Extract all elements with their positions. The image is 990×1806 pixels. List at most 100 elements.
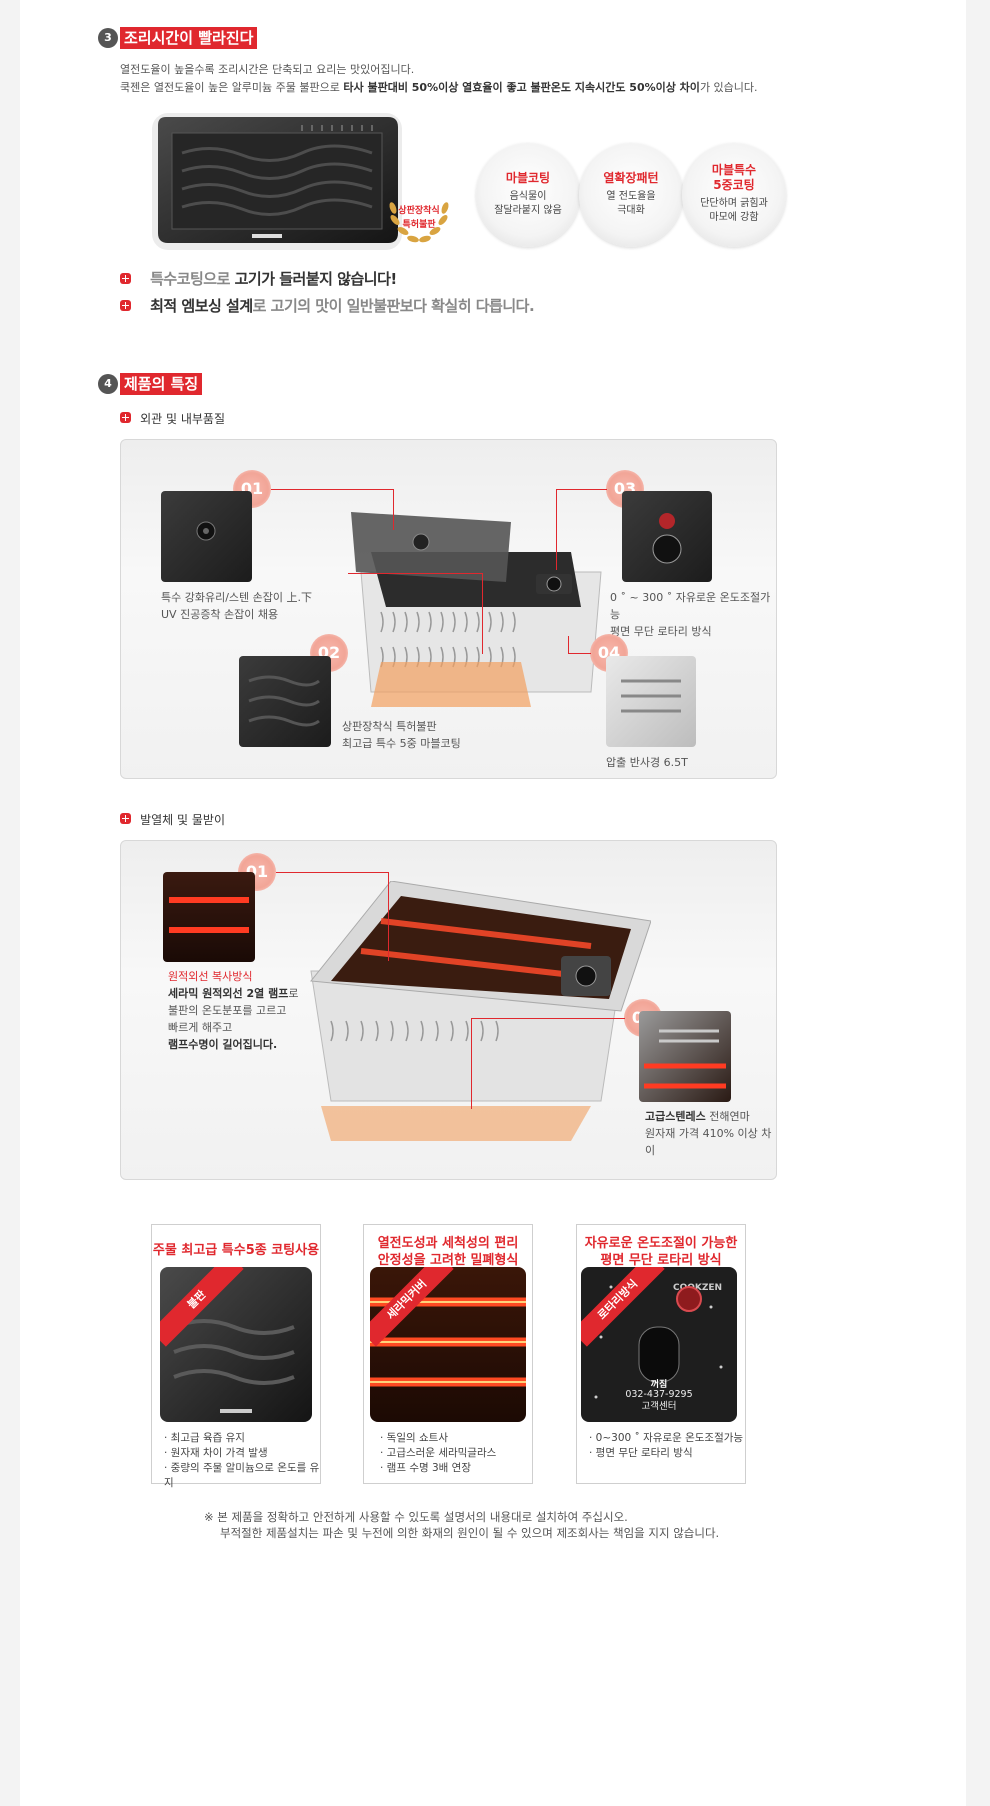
- callout-4-leader: [568, 636, 591, 654]
- desc-line-2-bold: 타사 불판대비 50%이상 열효율이 좋고 불판온도 지속시간도 50%이상 차…: [343, 81, 700, 94]
- card-3-phone: 032-437-9295: [625, 1389, 693, 1400]
- callout-1-leader: [271, 489, 394, 530]
- callout-1-line-1: 특수 강화유리/스텐 손잡이 上.下: [161, 591, 313, 604]
- card-2-title-1: 열전도성과 세척성의 편리: [377, 1236, 519, 1251]
- badge-3-sub-1: 단단하며 긁힘과: [700, 198, 768, 209]
- glass-lid-icon: [196, 521, 216, 541]
- badge-1-sub-1: 음식물이: [509, 191, 547, 202]
- card-coating: 주물 최고급 특수5종 코팅사용 불판 · 최고급 육즙 유지 · 원자재 차이…: [151, 1224, 321, 1489]
- section-4-number: 4: [98, 374, 118, 394]
- card-2-item: · 독일의 쇼트사: [380, 1432, 448, 1444]
- card-3-image: COOKZEN 꺼짐 032-437-9295 고객센터 로타리방식: [581, 1267, 737, 1422]
- bullet-1-text: 특수코팅으로 고기가 들러붙지 않습니다!: [150, 270, 397, 288]
- plus-icon: [120, 273, 131, 284]
- plus-icon: [120, 300, 131, 311]
- section-4-title: 제품의 특징: [120, 373, 203, 395]
- callout-2-line-1: 상판장착식 특허불판: [342, 720, 437, 733]
- subheading-heater-text: 발열체 및 물받이: [140, 813, 226, 827]
- heater-callout-1-line-1-bold: 세라믹 원적외선 2열 램프: [168, 987, 289, 1000]
- subheading-heater: 발열체 및 물받이: [120, 809, 225, 828]
- card-2-item: · 고급스러운 세라믹글라스: [380, 1447, 497, 1459]
- callout-2-leader: [348, 573, 483, 654]
- bullet-1-dark: 고기가 들러붙지 않습니다!: [234, 270, 398, 288]
- card-3-title: 자유로운 온도조절이 가능한 평면 무단 로타리 방식: [577, 1235, 745, 1269]
- card-3-phone-block: 032-437-9295 고객센터: [601, 1389, 717, 1413]
- card-2-item: · 램프 수명 3배 연장: [380, 1462, 471, 1474]
- heater-callout-1-line-1: 세라믹 원적외선 2열 램프로: [168, 985, 298, 1002]
- bullet-2-dark: 최적 엠보싱 설계: [150, 297, 253, 315]
- heater-callout-2-photo: [639, 1011, 731, 1102]
- heater-callout-1-caption: 원적외선 복사방식 세라믹 원적외선 2열 램프로 불판의 온도분포를 고르고 …: [168, 968, 298, 1053]
- bullet-2-post: 로 고기의 맛이 일반불판보다 확실히 다릅니다.: [252, 297, 535, 315]
- card-3-brand: COOKZEN: [673, 1283, 723, 1293]
- badge-2-sub-1: 열 전도율을: [606, 191, 656, 202]
- card-rotary: 자유로운 온도조절이 가능한 평면 무단 로타리 방식 COOKZEN 꺼짐 0…: [576, 1224, 746, 1484]
- heater-callout-1-line-4: 램프수명이 길어집니다.: [168, 1038, 278, 1051]
- plus-icon: [120, 412, 131, 423]
- badge-3-title-2: 5중코팅: [713, 178, 755, 192]
- callout-2-line-2: 최고급 특수 5중 마블코팅: [342, 737, 461, 750]
- desc-line-2-post: 가 있습니다.: [699, 81, 758, 94]
- desc-line-2: 쿡젠은 열전도율이 높은 알루미늄 주물 불판으로 타사 불판대비 50%이상 …: [120, 79, 920, 97]
- grill-plate-photo: [152, 113, 402, 250]
- card-3-title-1: 자유로운 온도조절이 가능한: [584, 1236, 738, 1251]
- callout-4-caption: 압출 반사경 6.5T: [606, 756, 688, 769]
- badge-2-sub-2: 극대화: [617, 205, 645, 216]
- grill-plate-icon: [173, 1319, 295, 1413]
- card-1-item: · 중량의 주물 알미늄으로 온도를 유지: [164, 1462, 320, 1489]
- heater-callout-2-caption: 고급스텐레스 전해연마 원자재 가격 410% 이상 차이: [645, 1108, 776, 1159]
- card-1-list: · 최고급 육즙 유지 · 원자재 차이 가격 발생 · 중량의 주물 알미늄으…: [164, 1431, 320, 1491]
- heater-callout-1-line-2: 불판의 온도분포를 고르고: [168, 1004, 287, 1017]
- badge-heat-pattern: 열확장패턴 열 전도율을 극대화: [579, 143, 683, 247]
- heater-callout-2-line-1: 고급스텐레스 전해연마: [645, 1108, 776, 1125]
- rotary-knob-icon: [652, 513, 682, 564]
- laurel-icon: [389, 202, 449, 243]
- card-3-knob-label: 꺼짐: [650, 1380, 668, 1390]
- grill-product-illustration: [351, 512, 602, 707]
- callout-1-photo: [161, 491, 252, 582]
- callout-1-caption: 특수 강화유리/스텐 손잡이 上.下 UV 진공증착 손잡이 채용: [161, 589, 312, 623]
- callout-2-photo: [239, 656, 331, 747]
- heater-product-illustration: [310, 881, 651, 1141]
- seal-line-2: 특허불판: [402, 220, 436, 230]
- card-2-list: · 독일의 쇼트사 · 고급스러운 세라믹글라스 · 램프 수명 3배 연장: [380, 1431, 496, 1476]
- stainless-heater-icon: [644, 1029, 726, 1089]
- grill-plate-illustration: [158, 117, 398, 243]
- heater-tray-panel: 01 원적외선 복사방식 세라믹 원적외선 2열 램프로 불판의 온도분포를 고…: [120, 840, 777, 1180]
- callout-3-line-1: 0 ˚ ~ 300 ˚ 자유로운 온도조절가능: [610, 591, 771, 621]
- heater-callout-1-leader: [276, 872, 389, 961]
- seal-line-1: 상판장착식: [398, 206, 440, 216]
- card-2-image: 세라믹커버: [370, 1267, 526, 1422]
- heater-callout-1-red: 원적외선 복사방식: [168, 970, 253, 983]
- desc-line-2-pre: 쿡젠은 열전도율이 높은 알루미늄 주물 불판으로: [120, 81, 344, 94]
- bullet-2: 최적 엠보싱 설계로 고기의 맛이 일반불판보다 확실히 다릅니다.: [120, 295, 535, 316]
- callout-4-photo: [606, 656, 696, 747]
- heater-callout-2-line-1-post: 전해연마: [705, 1110, 750, 1123]
- product-detail-page: 3 조리시간이 빨라진다 열전도율이 높을수록 조리시간은 단축되고 요리는 맛…: [20, 0, 966, 1806]
- card-1-image: 불판: [160, 1267, 312, 1422]
- reflector-icon: [621, 679, 681, 713]
- exterior-quality-panel: 01 특수 강화유리/스텐 손잡이 上.下 UV 진공증착 손잡이 채용 02 …: [120, 439, 777, 779]
- notice-line-2: 부적절한 제품설치는 파손 및 누전에 의한 화재의 원인이 될 수 있으며 제…: [220, 1526, 720, 1540]
- callout-2-caption: 상판장착식 특허불판 최고급 특수 5중 마블코팅: [342, 718, 461, 752]
- card-3-item: · 0~300 ˚ 자유로운 온도조절가능: [589, 1432, 744, 1444]
- subheading-exterior-text: 외관 및 내부품질: [140, 412, 226, 426]
- section-3-description: 열전도율이 높을수록 조리시간은 단축되고 요리는 맛있어집니다. 쿡젠은 열전…: [120, 61, 920, 97]
- heater-callout-1-line-1-post: 로: [288, 987, 299, 1000]
- badge-3-sub-2: 마모에 강함: [709, 212, 759, 223]
- badge-marble-coating: 마블코팅 음식물이 잘달라붙지 않음: [476, 143, 580, 247]
- desc-line-1: 열전도율이 높을수록 조리시간은 단축되고 요리는 맛있어집니다.: [120, 63, 415, 76]
- infrared-lamp-icon: [169, 897, 249, 933]
- badge-3-title-1: 마블특수: [711, 163, 757, 177]
- callout-1-line-2: UV 진공증착 손잡이 채용: [161, 608, 279, 621]
- plus-icon: [120, 813, 131, 824]
- card-ceramic-cover: 열전도성과 세척성의 편리 안정성을 고려한 밀폐형식 세라믹커버 · 독일의 …: [363, 1224, 533, 1484]
- callout-3-line-2: 평면 무단 로타리 방식: [610, 625, 712, 638]
- heater-callout-2-line-1-bold: 고급스텐레스: [645, 1110, 706, 1123]
- subheading-exterior: 외관 및 내부품질: [120, 408, 225, 427]
- notice-line-1: ※ 본 제품을 정확하고 안전하게 사용할 수 있도록 설명서의 내용대로 설치…: [204, 1510, 628, 1524]
- card-3-center: 고객센터: [641, 1401, 677, 1412]
- badge-1-sub-2: 잘달라붙지 않음: [494, 205, 562, 216]
- patent-seal: 상판장착식 특허불판: [385, 188, 453, 248]
- bullet-2-text: 최적 엠보싱 설계로 고기의 맛이 일반불판보다 확실히 다릅니다.: [150, 297, 535, 315]
